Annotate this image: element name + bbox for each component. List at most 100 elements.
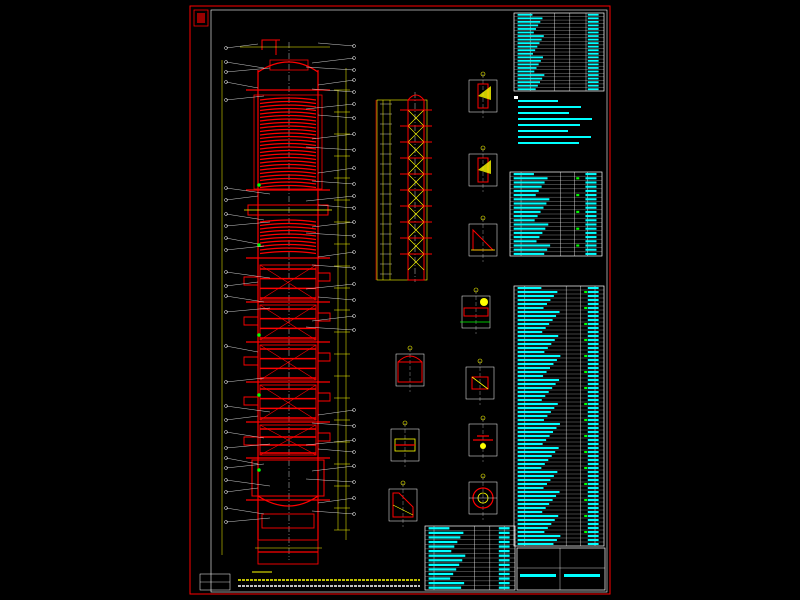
table-value-fill xyxy=(498,582,510,585)
table-text-fill xyxy=(517,35,544,37)
tables-group xyxy=(424,12,606,591)
table-text-fill xyxy=(513,219,535,222)
table-value-fill xyxy=(587,84,599,87)
title-block-right-text xyxy=(564,574,600,577)
balloon-left xyxy=(224,80,228,84)
table-text-fill xyxy=(517,13,533,16)
table-text-fill xyxy=(517,491,560,493)
leader-right xyxy=(311,88,355,93)
table-value-fill xyxy=(585,248,597,251)
balloon-right xyxy=(352,450,356,454)
leader-right xyxy=(311,221,355,228)
bracket-brace xyxy=(392,504,414,516)
leader-right xyxy=(311,57,355,64)
leader-left xyxy=(225,295,265,303)
table-value-fill xyxy=(587,379,599,381)
table-value-fill xyxy=(585,244,597,247)
bottom-head-body xyxy=(251,459,325,497)
detail-label-balloon xyxy=(480,473,486,479)
balloon-left xyxy=(224,418,228,422)
table-value-fill xyxy=(587,447,599,449)
balloon-left xyxy=(224,430,228,434)
detail-label-balloon xyxy=(477,358,483,364)
technical-notes xyxy=(514,96,592,144)
table-text-fill xyxy=(517,403,558,405)
green-marker xyxy=(257,183,261,187)
leader-right xyxy=(305,232,355,237)
table-text-fill xyxy=(513,185,542,188)
table-value-fill xyxy=(498,527,510,530)
table-value-fill xyxy=(587,523,599,525)
table-text-fill xyxy=(513,194,536,197)
tray-brace xyxy=(259,384,317,421)
table-text-fill xyxy=(517,319,553,321)
leader-right xyxy=(317,251,355,258)
side-view-top-head xyxy=(407,94,425,101)
detail-label-balloon xyxy=(407,345,413,351)
table-value-fill xyxy=(585,198,597,201)
note-line xyxy=(518,124,580,126)
table-text-fill xyxy=(517,459,549,461)
upper-coil-turn xyxy=(259,118,317,122)
upper-coil-shroud xyxy=(253,94,323,190)
table-text-fill xyxy=(513,177,548,180)
table-text-fill xyxy=(517,31,534,34)
leader-right xyxy=(317,79,355,86)
table-value-fill xyxy=(585,181,597,184)
table-green-mark xyxy=(584,403,588,405)
leader-left xyxy=(225,457,259,465)
upper-coil-turn xyxy=(259,139,317,143)
table-value-fill xyxy=(587,319,599,321)
detail-flange-d xyxy=(460,287,491,334)
table-text-fill xyxy=(517,399,542,401)
tray-section-box xyxy=(259,264,317,301)
table-value-fill xyxy=(498,554,510,557)
upper-coil-turn xyxy=(259,100,317,105)
table-value-fill xyxy=(585,177,597,180)
table-value-fill xyxy=(585,202,597,205)
table-value-fill xyxy=(585,173,597,176)
table-text-fill xyxy=(517,335,559,337)
table-value-fill xyxy=(587,415,599,417)
middle-coil-turn xyxy=(259,219,317,223)
upper-coil-turn xyxy=(259,121,317,126)
upper-coil-turn xyxy=(259,174,317,178)
manhole-cover xyxy=(397,355,423,363)
table-value-fill xyxy=(587,495,599,497)
middle-coil-turn xyxy=(259,226,317,230)
table-green-mark xyxy=(584,531,588,533)
lug-plate xyxy=(471,376,489,390)
leader-right xyxy=(311,465,355,472)
table-text-fill xyxy=(517,455,552,457)
tray-brace xyxy=(259,424,317,456)
table-text-fill xyxy=(517,81,541,84)
table-text-fill xyxy=(517,24,539,27)
leader-left xyxy=(225,221,271,227)
leader-left xyxy=(225,43,259,49)
tray-brace xyxy=(259,264,317,301)
table-text-fill xyxy=(517,295,554,297)
table-text-fill xyxy=(513,173,534,176)
truss-diagonal xyxy=(407,157,425,175)
table-value-fill xyxy=(498,559,510,562)
table-text-fill xyxy=(517,88,536,91)
leader-left xyxy=(225,307,271,313)
middle-coil-turn xyxy=(259,240,317,244)
detail-clip-h xyxy=(468,415,498,462)
detail-lug-f xyxy=(465,358,495,405)
balloon-right xyxy=(352,496,356,500)
table-text-fill xyxy=(428,554,466,557)
balloon-right xyxy=(352,480,356,484)
table-text-fill xyxy=(517,415,548,417)
table-text-fill xyxy=(517,411,551,413)
table-text-fill xyxy=(517,343,552,345)
balloon-left xyxy=(224,198,228,202)
truss-diagonal xyxy=(407,253,425,271)
upper-coil-turn xyxy=(259,125,317,129)
detail-label-balloon xyxy=(480,145,486,151)
skirt-top-ring xyxy=(261,513,315,529)
table-text-fill xyxy=(428,582,465,585)
table-value-fill xyxy=(587,355,599,357)
table-value-fill xyxy=(498,586,510,589)
